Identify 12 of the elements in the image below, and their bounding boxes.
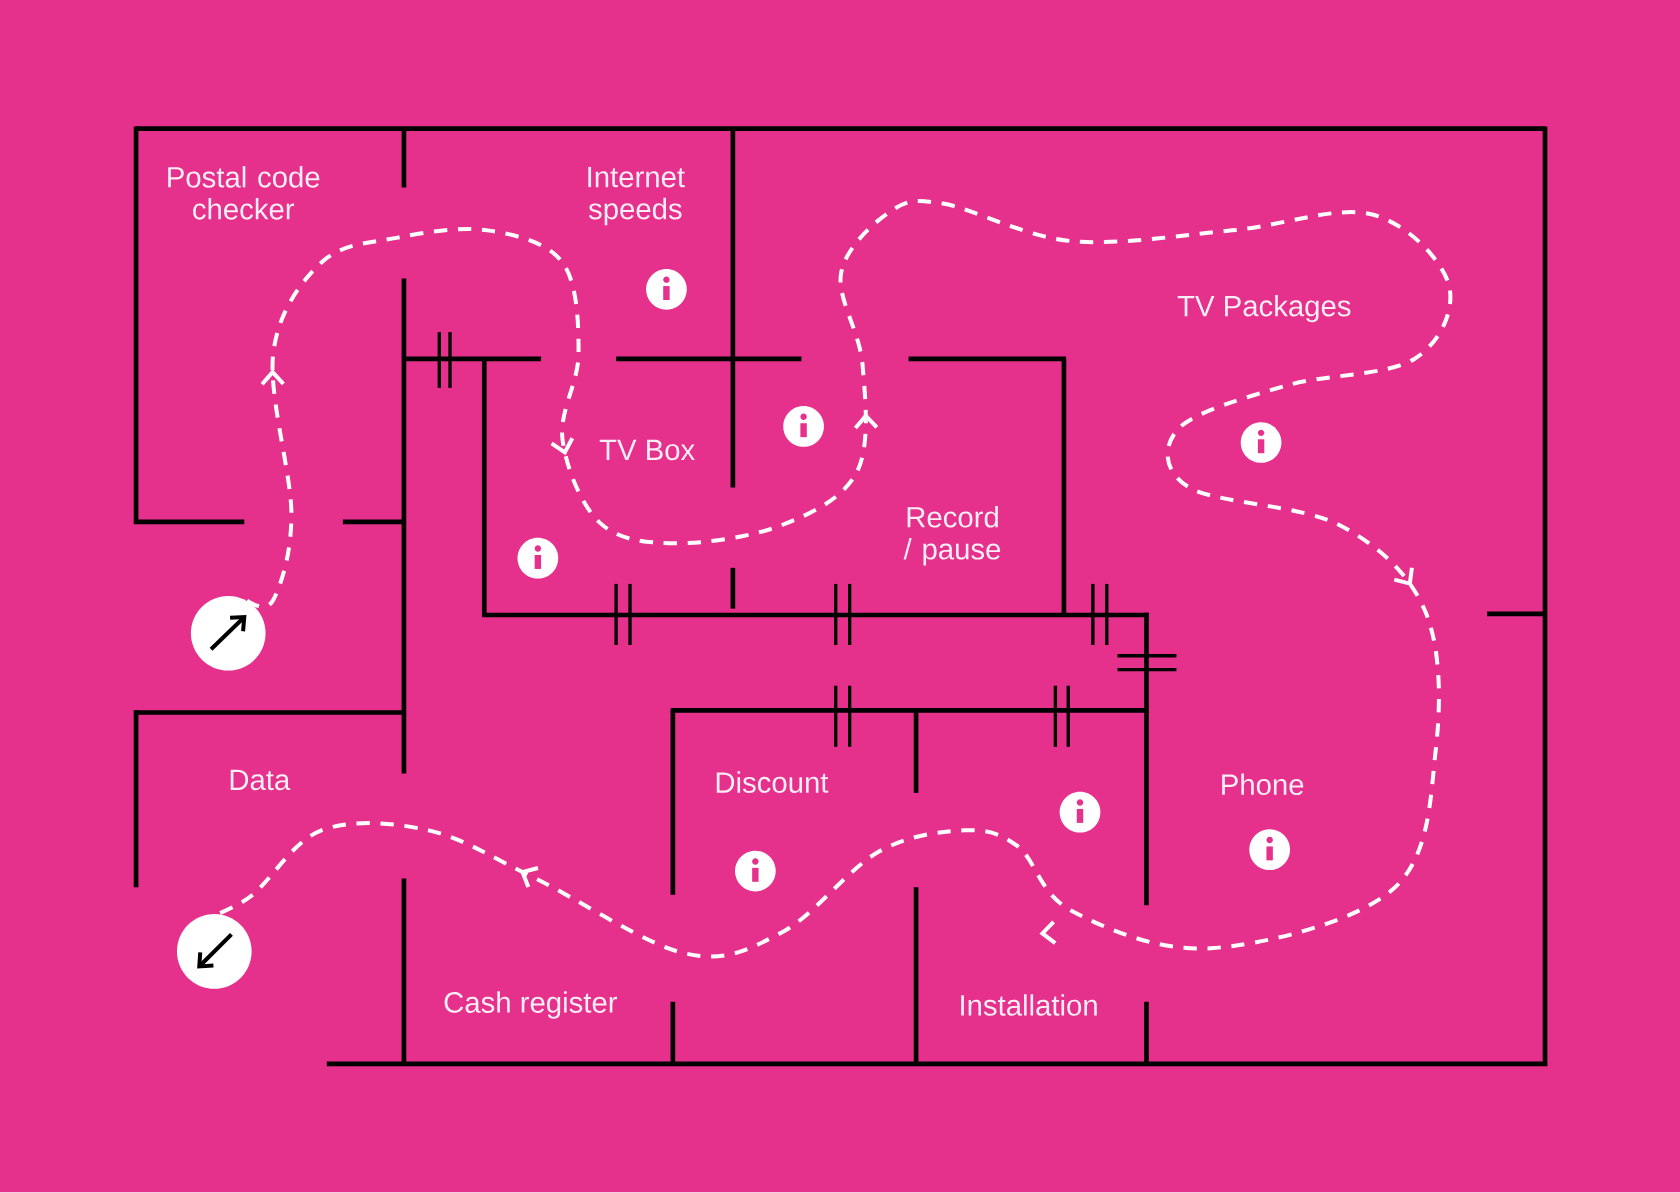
room-label: Postal code checker <box>168 166 320 220</box>
room-label: Discount <box>716 771 829 794</box>
room-label: Record / pause <box>903 506 1001 566</box>
room-label: TV Packages <box>1177 295 1351 323</box>
room-label: Phone <box>1222 773 1304 796</box>
room-label: Internet speeds <box>588 167 685 226</box>
room-label: TV Box <box>599 440 695 461</box>
room-label: Data <box>230 770 291 791</box>
room-label: Cash register <box>444 991 618 1019</box>
room-label: Installation <box>961 994 1097 1017</box>
start-button <box>190 596 266 671</box>
end-button <box>176 914 252 990</box>
